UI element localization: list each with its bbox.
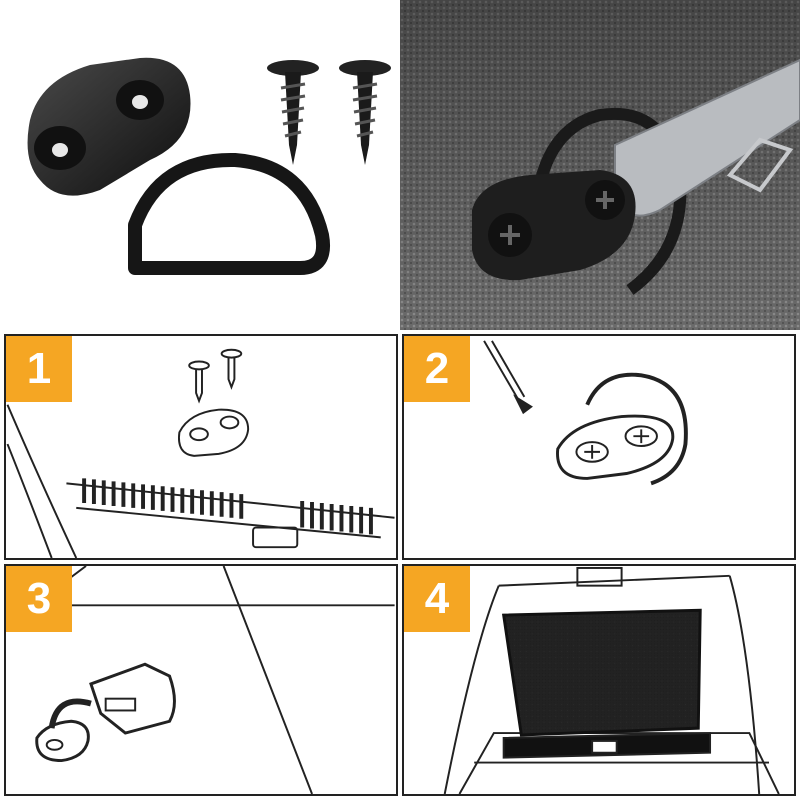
- product-parts-photo: [0, 0, 398, 330]
- step-2-drawing: [483, 340, 688, 486]
- step-1-drawing: [6, 348, 395, 558]
- step-1-panel: 1: [4, 334, 398, 560]
- cargo-net-icon: [501, 608, 702, 737]
- d-ring-icon: [128, 152, 330, 275]
- step-4-drawing: [443, 566, 780, 794]
- screw-icon: [267, 60, 319, 165]
- installed-ring-illustration: [400, 0, 800, 330]
- step-number-badge: 1: [6, 336, 72, 402]
- step-number-badge: 4: [404, 566, 470, 632]
- screw-icon: [220, 348, 243, 390]
- step-4-panel: 4: [402, 564, 796, 796]
- step-number-badge: 3: [6, 566, 72, 632]
- installed-on-carpet-photo: [400, 0, 800, 330]
- mount-bracket-icon: [35, 719, 90, 763]
- step-number-badge: 2: [404, 336, 470, 402]
- step-3-panel: 3: [4, 564, 398, 796]
- mount-bracket-icon: [177, 408, 250, 457]
- screw-icon: [188, 360, 210, 404]
- screwdriver-icon: [483, 340, 533, 415]
- screw-icon: [339, 60, 391, 165]
- step-2-panel: 2: [402, 334, 796, 560]
- mount-bracket-icon: [556, 414, 675, 480]
- d-ring-icon: [585, 372, 688, 486]
- mount-bracket-icon: [27, 57, 191, 196]
- product-parts-illustration: [27, 57, 391, 275]
- mount-bracket-icon: [472, 170, 636, 281]
